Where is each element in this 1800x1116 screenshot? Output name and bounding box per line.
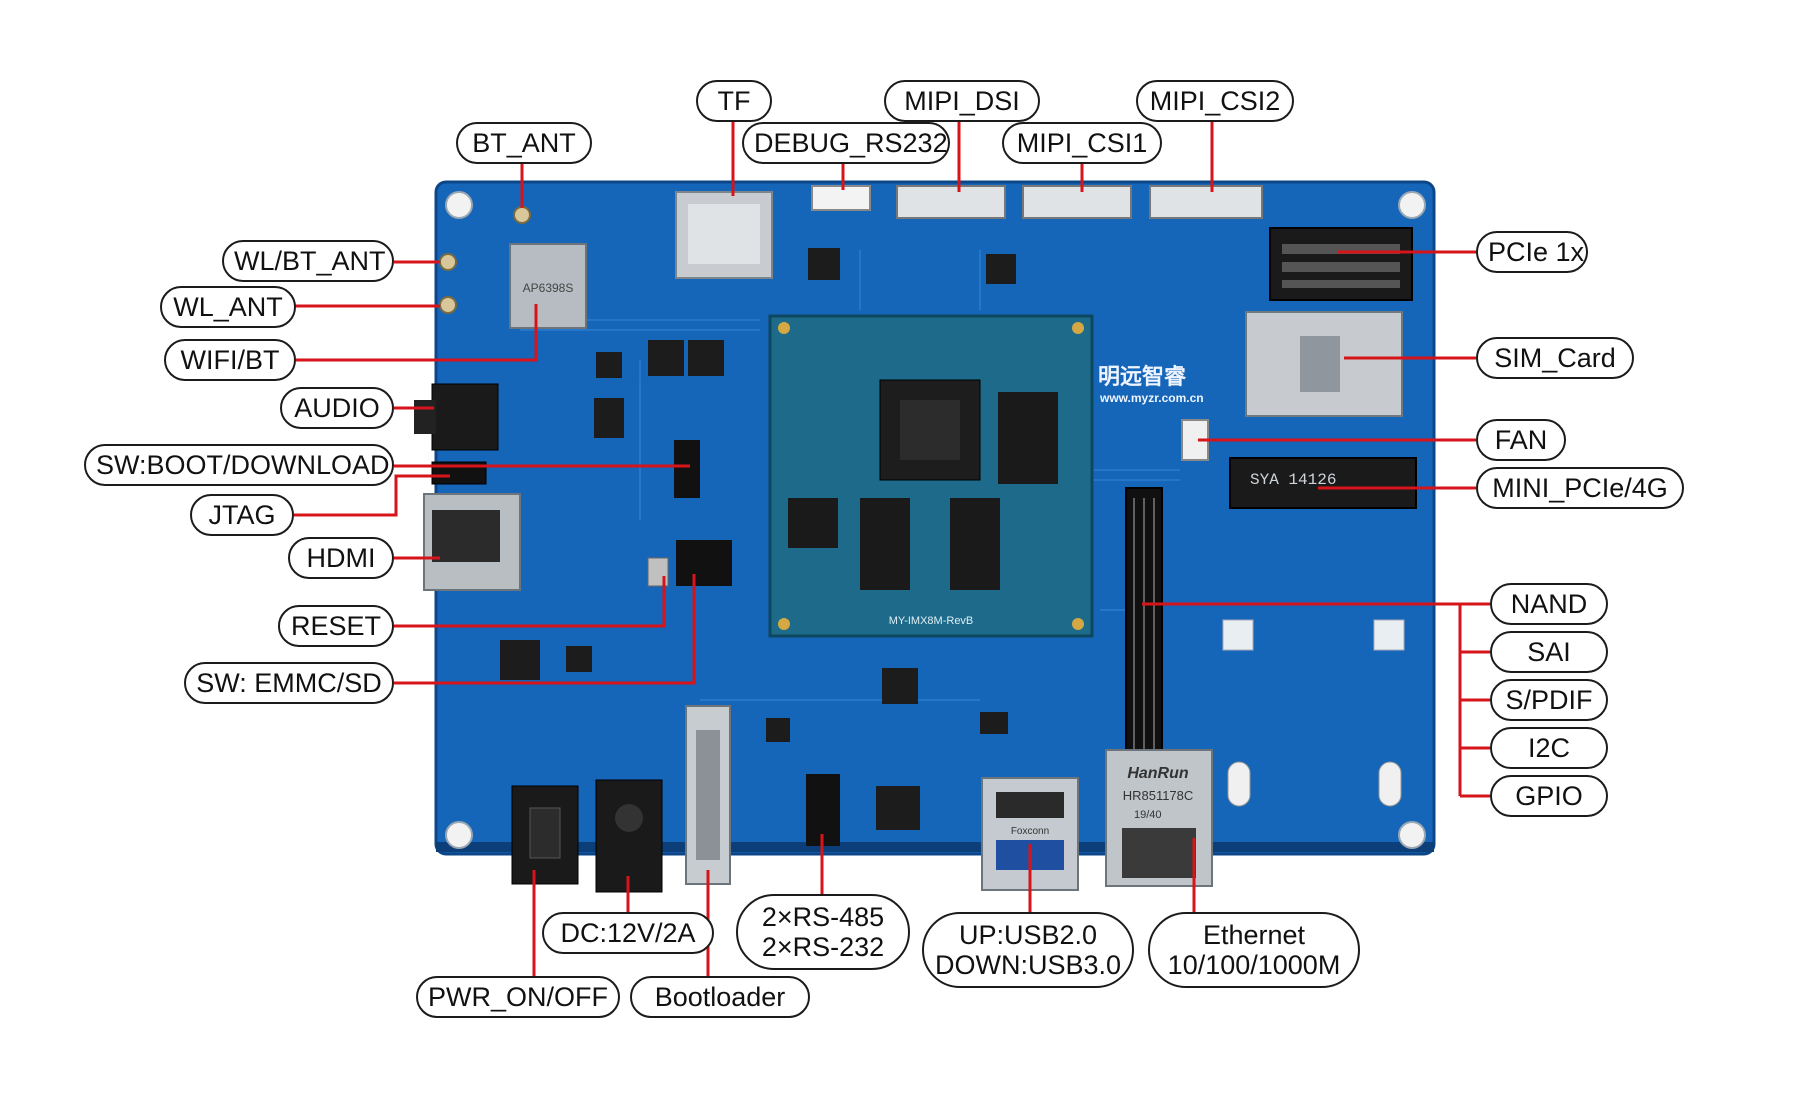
callout-sw-boot: SW:BOOT/DOWNLOAD bbox=[84, 444, 394, 486]
eth-jack-opening bbox=[1122, 828, 1196, 878]
sim-holder bbox=[1245, 311, 1403, 417]
mount-hole-tr bbox=[1398, 191, 1426, 219]
eth-jack-date: 19/40 bbox=[1134, 809, 1162, 821]
sim-contacts bbox=[1300, 336, 1340, 392]
wl-antenna-connector bbox=[439, 296, 457, 314]
slot-1 bbox=[1227, 761, 1251, 807]
callout-i2c: I2C bbox=[1490, 727, 1608, 769]
som-corner-4 bbox=[1072, 618, 1084, 630]
leader-wifi-bt bbox=[296, 304, 538, 362]
callout-usb: UP:USB2.0 DOWN:USB3.0 bbox=[922, 912, 1134, 988]
som-label: MY-IMX8M-RevB bbox=[889, 615, 974, 627]
dc-jack bbox=[595, 779, 663, 893]
callout-jtag: JTAG bbox=[190, 494, 294, 536]
bootloader-connector-inner bbox=[696, 730, 720, 860]
callout-sim: SIM_Card bbox=[1476, 337, 1634, 379]
callout-dc: DC:12V/2A bbox=[542, 912, 714, 954]
callout-usb-line1: UP:USB2.0 bbox=[958, 920, 1098, 950]
pcie-slot-contacts bbox=[1282, 244, 1400, 288]
callout-hdmi: HDMI bbox=[288, 537, 394, 579]
audio-jack-barrel bbox=[414, 400, 436, 434]
eth-jack-brand: HanRun bbox=[1127, 765, 1189, 782]
callout-tf: TF bbox=[696, 80, 772, 122]
bt-antenna-connector bbox=[513, 206, 531, 224]
wl-bt-antenna-connector bbox=[439, 253, 457, 271]
debug-connector bbox=[811, 185, 871, 211]
mount-hole-br bbox=[1398, 821, 1426, 849]
callout-rs-line1: 2×RS-485 bbox=[761, 902, 885, 932]
brand-name: 明远智睿 bbox=[1098, 364, 1187, 390]
callout-sai: SAI bbox=[1490, 631, 1608, 673]
hdmi-opening bbox=[432, 510, 500, 562]
callout-mipi-csi1: MIPI_CSI1 bbox=[1002, 122, 1162, 164]
eth-jack-model: HR851178C bbox=[1123, 788, 1194, 803]
som-corner-1 bbox=[778, 322, 790, 334]
callout-eth-line2: 10/100/1000M bbox=[1167, 950, 1341, 980]
callout-pwr: PWR_ON/OFF bbox=[416, 976, 620, 1018]
mini-pcie-slot bbox=[1229, 457, 1417, 509]
callout-debug-rs232: DEBUG_RS232 bbox=[742, 122, 950, 164]
audio-jack bbox=[431, 383, 499, 451]
callout-rs-line2: 2×RS-232 bbox=[761, 932, 885, 962]
callout-eth: Ethernet 10/100/1000M bbox=[1148, 912, 1360, 988]
pcb-shadow-edge bbox=[436, 842, 1434, 852]
callout-reset: RESET bbox=[278, 605, 394, 647]
pmic-chip bbox=[788, 498, 838, 548]
misc-chips bbox=[500, 248, 1016, 830]
mount-hole-tl bbox=[445, 191, 473, 219]
callout-spdif: S/PDIF bbox=[1490, 679, 1608, 721]
mount-pad-1 bbox=[1222, 619, 1254, 651]
dc-jack-socket bbox=[615, 804, 643, 832]
ddr-chip-2 bbox=[950, 498, 1000, 590]
callout-mipi-dsi: MIPI_DSI bbox=[884, 80, 1040, 122]
som-corner-2 bbox=[1072, 322, 1084, 334]
mipi-csi2-connector bbox=[1149, 185, 1263, 219]
callout-mipi-csi2: MIPI_CSI2 bbox=[1136, 80, 1294, 122]
callout-eth-line1: Ethernet bbox=[1202, 920, 1306, 950]
callout-pcie: PCIe 1x bbox=[1476, 231, 1588, 273]
tf-slot-inner bbox=[688, 204, 760, 264]
emmc-sd-switch bbox=[676, 540, 732, 586]
callout-wl-ant: WL_ANT bbox=[160, 286, 296, 328]
callout-mini-pcie: MINI_PCIe/4G bbox=[1476, 467, 1684, 509]
som-corner-3 bbox=[778, 618, 790, 630]
mini-pcie-marking: SYA 14126 bbox=[1250, 471, 1336, 489]
callout-usb-line2: DOWN:USB3.0 bbox=[934, 950, 1122, 980]
slot-2 bbox=[1378, 761, 1402, 807]
emmc-chip bbox=[998, 392, 1058, 484]
brand-website: www.myzr.com.cn bbox=[1099, 391, 1204, 405]
callout-audio: AUDIO bbox=[280, 387, 394, 429]
wifi-module-marking: AP6398S bbox=[523, 281, 574, 295]
leader-reset bbox=[394, 576, 666, 628]
leader-sw-emmc bbox=[394, 574, 696, 685]
mipi-dsi-connector bbox=[896, 185, 1006, 219]
ddr-chip-1 bbox=[860, 498, 910, 590]
callout-sw-emmc: SW: EMMC/SD bbox=[184, 662, 394, 704]
power-switch-rocker bbox=[529, 807, 561, 859]
callout-nand: NAND bbox=[1490, 583, 1608, 625]
mipi-csi1-connector bbox=[1022, 185, 1132, 219]
wifi-bt-module bbox=[509, 243, 587, 329]
callout-gpio: GPIO bbox=[1490, 775, 1608, 817]
callout-fan: FAN bbox=[1476, 419, 1566, 461]
leader-lines bbox=[294, 112, 1490, 976]
mount-hole-bl bbox=[445, 821, 473, 849]
mount-pad-2 bbox=[1373, 619, 1405, 651]
callout-bt-ant: BT_ANT bbox=[456, 122, 592, 164]
boot-switch bbox=[674, 440, 700, 498]
usb-port-top bbox=[996, 792, 1064, 818]
callout-wifi-bt: WIFI/BT bbox=[164, 339, 296, 381]
callout-rs: 2×RS-485 2×RS-232 bbox=[736, 894, 910, 970]
usb-brand: Foxconn bbox=[1011, 826, 1049, 837]
leader-jtag bbox=[294, 474, 450, 517]
callout-wl-bt-ant: WL/BT_ANT bbox=[222, 240, 394, 282]
callout-bootloader: Bootloader bbox=[630, 976, 810, 1018]
soc-die bbox=[900, 400, 960, 460]
